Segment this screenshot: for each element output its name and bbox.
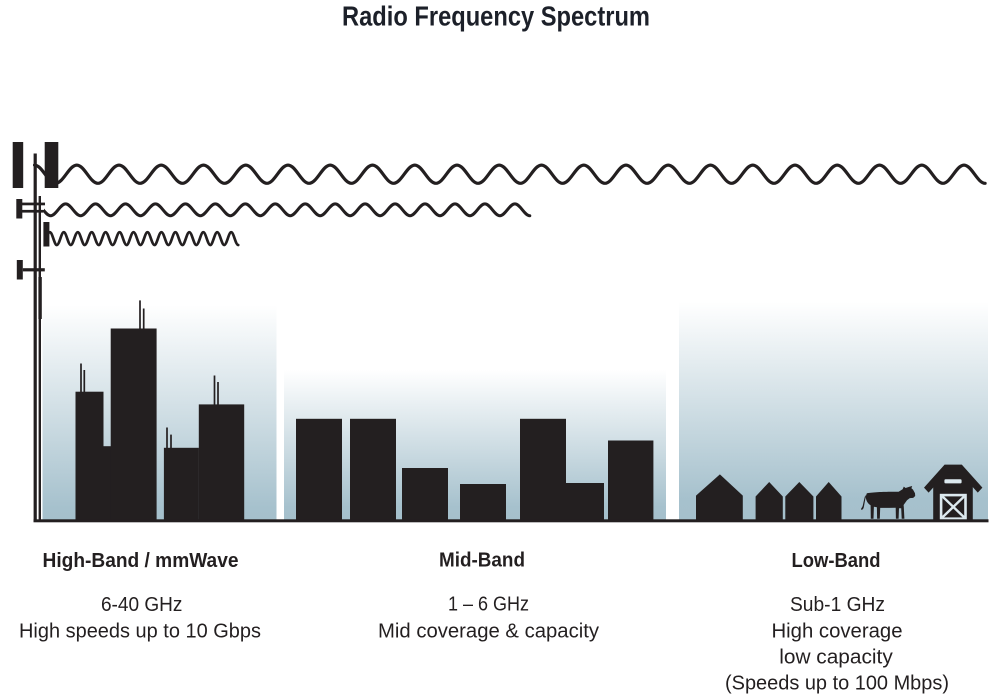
svg-text:Mid-Band: Mid-Band [439, 549, 525, 572]
svg-text:Mid coverage & capacity: Mid coverage & capacity [378, 620, 600, 643]
svg-text:High speeds up to 10 Gbps: High speeds up to 10 Gbps [19, 620, 261, 643]
svg-text:Sub-1 GHz: Sub-1 GHz [790, 593, 885, 616]
svg-text:1 – 6 GHz: 1 – 6 GHz [448, 593, 529, 616]
svg-text:(Speeds up to 100 Mbps): (Speeds up to 100 Mbps) [725, 672, 949, 695]
svg-text:High coverage: High coverage [772, 620, 903, 643]
svg-text:High-Band / mmWave: High-Band / mmWave [43, 549, 239, 572]
svg-text:Low-Band: Low-Band [792, 549, 881, 572]
svg-text:low capacity: low capacity [779, 646, 893, 669]
svg-text:6-40 GHz: 6-40 GHz [101, 593, 183, 616]
svg-text:Radio Frequency Spectrum: Radio Frequency Spectrum [342, 1, 650, 32]
